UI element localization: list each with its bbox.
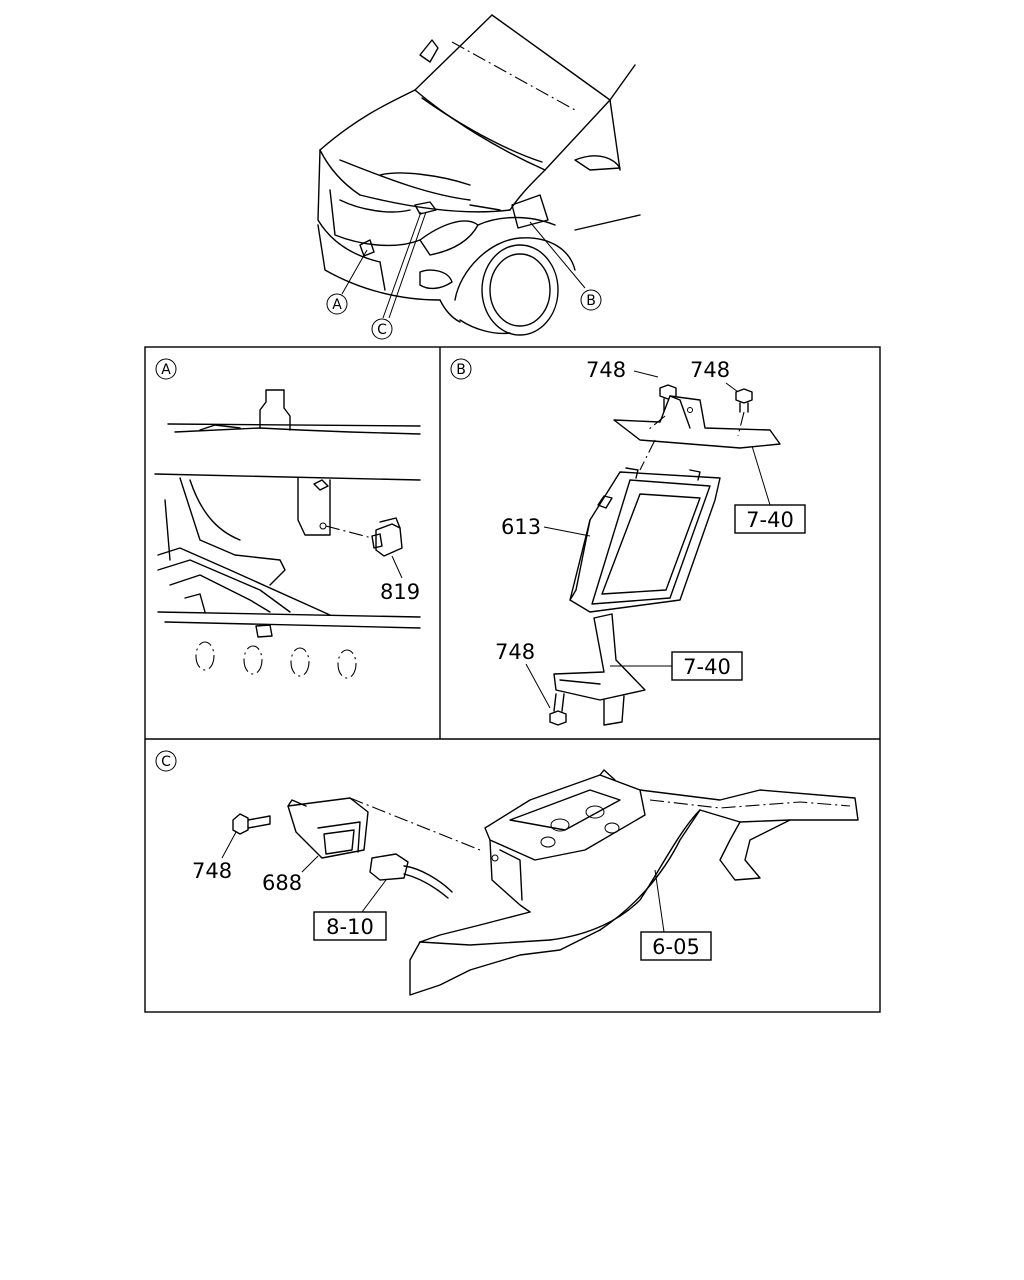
detail-frame — [144, 346, 881, 1013]
ref-label-6-05: 6-05 — [652, 935, 700, 959]
vehicle-illustration — [317, 14, 641, 336]
svg-text:B: B — [586, 293, 596, 309]
part-label-613: 613 — [501, 515, 541, 539]
overview-marker-a: A — [326, 293, 348, 315]
svg-text:A: A — [332, 297, 342, 313]
svg-text:A: A — [161, 362, 171, 378]
panel-a: A 819 — [154, 358, 421, 679]
svg-text:B: B — [456, 362, 466, 378]
panel-c: C 748 688 8-10 — [155, 750, 859, 996]
part-label-748-panel-c: 748 — [192, 859, 232, 883]
ref-box-7-40-bottom — [671, 651, 743, 681]
overview-marker-b: B — [580, 289, 602, 311]
svg-text:C: C — [377, 322, 387, 338]
part-label-819: 819 — [380, 580, 420, 604]
ref-label-8-10: 8-10 — [326, 915, 374, 939]
part-label-748-bottom: 748 — [495, 640, 535, 664]
panel-b-marker: B — [450, 358, 472, 380]
part-label-748-top-right: 748 — [690, 358, 730, 382]
panel-b: B 748 748 613 7-40 7 — [450, 358, 806, 726]
ref-box-6-05 — [640, 931, 712, 961]
part-label-748-top-left: 748 — [586, 358, 626, 382]
ref-box-8-10 — [313, 911, 387, 941]
panel-a-marker: A — [155, 358, 177, 380]
part-label-688: 688 — [262, 871, 302, 895]
overview-marker-c: C — [371, 318, 393, 340]
svg-text:C: C — [161, 754, 171, 770]
ref-label-7-40-bottom: 7-40 — [683, 655, 731, 679]
ref-box-7-40-top — [734, 504, 806, 534]
ref-label-7-40-top: 7-40 — [746, 508, 794, 532]
panel-c-marker: C — [155, 750, 177, 772]
